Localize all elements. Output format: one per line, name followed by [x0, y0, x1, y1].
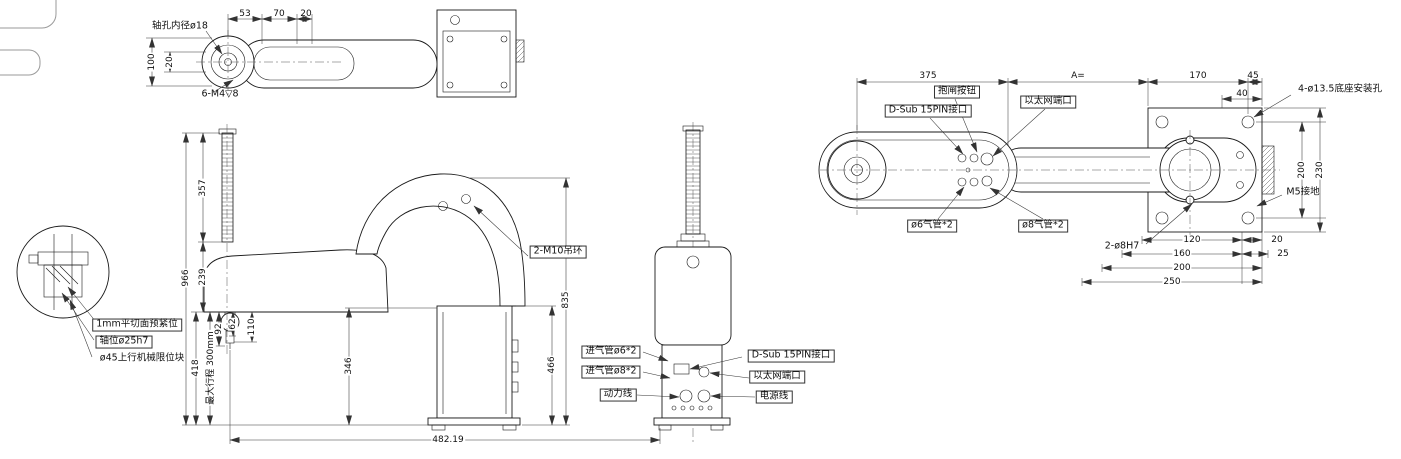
dim-110: 110: [246, 317, 258, 337]
plan-view: [818, 78, 1326, 286]
top-view-parts: [196, 9, 525, 98]
dim-230: 230: [1314, 160, 1326, 180]
detail-view: [16, 225, 110, 358]
callout-ethernet-port-plan: 以太网端口: [1020, 95, 1076, 109]
dim-250: 250: [1162, 276, 1182, 288]
plan-view-dimensions: [856, 78, 1326, 286]
callout-preload-flat: 1mm平切面预紧位: [92, 318, 182, 332]
corner-artifacts: [0, 0, 57, 76]
callout-dsub-port-front: D-Sub 15PIN接口: [747, 349, 835, 363]
dim-160: 160: [1172, 248, 1192, 260]
dim-200-right: 200: [1296, 160, 1308, 180]
dim-max-stroke: 最大行程 300mm: [205, 330, 217, 406]
dim-120: 120: [1182, 234, 1202, 246]
dim-466: 466: [546, 355, 558, 375]
top-view: [146, 9, 525, 98]
callout-shaft-hole-diameter: 轴孔内径ø18: [152, 20, 208, 32]
dim-170: 170: [1189, 70, 1207, 81]
callout-air-tube-6: 进气管ø6*2: [581, 345, 641, 359]
dim-20-top: 20: [300, 8, 312, 19]
callout-m4-taps: 6-M4▽8: [201, 88, 239, 100]
dim-239: 239: [197, 267, 209, 287]
front-view: [636, 122, 756, 445]
mounting-hole: [1155, 115, 1169, 129]
side-view: [182, 124, 661, 444]
callout-lifting-rings: 2-M10吊环: [529, 245, 587, 259]
callout-limit-block: ø45上行机械限位块: [99, 352, 185, 364]
front-view-parts: [653, 122, 732, 445]
dim-70: 70: [273, 8, 285, 19]
dim-200-bottom: 200: [1172, 262, 1192, 274]
dim-966: 966: [180, 268, 192, 288]
callout-air-tube-8: 进气管ø8*2: [581, 365, 641, 379]
callout-brake-button: 抱闸按钮: [933, 85, 981, 99]
dim-100: 100: [146, 52, 158, 72]
dim-53: 53: [239, 8, 251, 19]
mounting-hole: [1241, 211, 1255, 225]
dim-357: 357: [197, 178, 209, 198]
callout-shaft-position: 轴位ø25h7: [95, 335, 153, 349]
mounting-hole: [1155, 211, 1169, 225]
callout-power-cord: 电源线: [755, 390, 793, 404]
dim-62: 62: [227, 317, 239, 331]
dim-20-plan: 20: [1271, 234, 1283, 245]
dim-346: 346: [343, 356, 355, 376]
dim-418: 418: [190, 358, 202, 378]
plan-view-parts: [818, 107, 1280, 245]
dim-375: 375: [919, 70, 937, 81]
callout-base-mounting-holes: 4-ø13.5底座安装孔: [1298, 83, 1382, 95]
callout-air-tube-6-plan: ø6气管*2: [907, 219, 957, 233]
callout-dsub-port-plan: D-Sub 15PIN接口: [884, 104, 972, 118]
dim-25: 25: [1277, 248, 1289, 259]
callout-dowel-pins: 2-ø8H7: [1104, 240, 1140, 252]
callout-m5-ground: M5接地: [1286, 186, 1320, 198]
side-view-parts: [203, 124, 526, 431]
top-view-dimensions: [146, 14, 313, 93]
dim-40: 40: [1236, 88, 1248, 99]
dim-835: 835: [560, 290, 572, 310]
callout-power-cable: 动力线: [599, 388, 637, 402]
callout-ethernet-port-front: 以太网端口: [749, 370, 805, 384]
front-view-leaders: [636, 351, 756, 400]
dim-45: 45: [1247, 70, 1259, 81]
dim-92: 92: [213, 322, 225, 336]
dim-482-19: 482.19: [431, 434, 465, 446]
callout-air-tube-8-plan: ø8气管*2: [1018, 219, 1068, 233]
mounting-hole: [1241, 115, 1255, 129]
dim-A: A=: [1071, 70, 1085, 81]
dim-20-left: 20: [164, 55, 176, 69]
